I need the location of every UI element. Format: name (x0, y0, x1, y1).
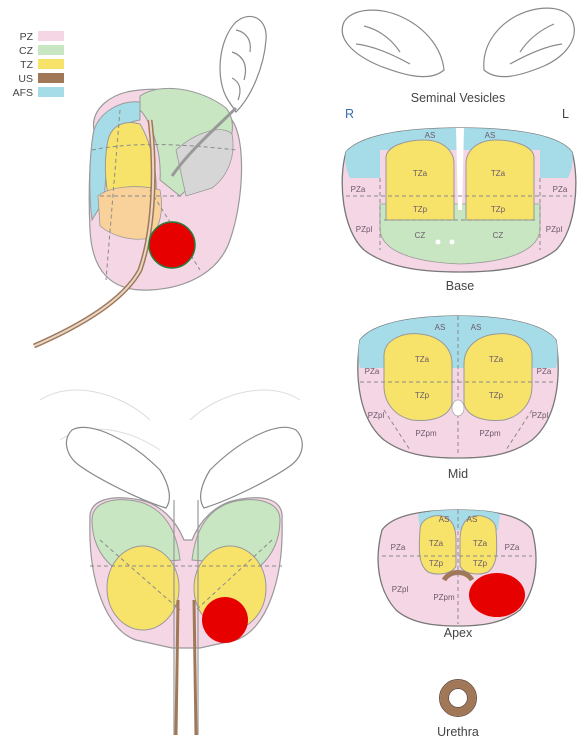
apex-zone-as-right: AS (439, 515, 450, 524)
base-zone-tzp-left: TZp (491, 205, 506, 214)
apex-zone-tzp-right: TZp (429, 559, 444, 568)
base-zone-cz-right: CZ (415, 231, 426, 240)
base-caption: Base (446, 279, 475, 293)
urethra-caption: Urethra (437, 725, 479, 739)
legend-swatch-pz (38, 31, 64, 41)
base-zone-cz-left: CZ (493, 231, 504, 240)
axial-slice-apex: AS AS TZa TZa TZp TZp PZa PZa PZpl PZpm … (378, 510, 536, 640)
apex-zone-pzpm-right: PZpm (433, 593, 455, 602)
seminal-vesicle-left (484, 8, 574, 77)
coronal-seminal-vesicle-left (201, 427, 303, 508)
left-side-label: L (562, 107, 569, 121)
mid-zone-as-right: AS (435, 323, 446, 332)
sagittal-seminal-vesicle (220, 16, 266, 112)
base-zone-as-left: AS (485, 131, 496, 140)
mid-zone-pza-right: PZa (365, 367, 380, 376)
mid-zone-tza-right: TZa (415, 355, 430, 364)
legend-swatch-cz (38, 45, 64, 55)
axial-slice-base: AS AS TZa TZa TZp TZp CZ CZ PZa PZa PZpl… (342, 128, 576, 293)
base-zone-pzpl-left: PZpl (546, 225, 563, 234)
base-zone-pzpl-right: PZpl (356, 225, 373, 234)
apex-zone-pzpl-right: PZpl (392, 585, 409, 594)
coronal-prostate-view (40, 390, 302, 735)
legend-swatch-us (38, 73, 64, 83)
apex-zone-tza-right: TZa (429, 539, 444, 548)
apex-zone-pza-left: PZa (505, 543, 520, 552)
legend-swatch-afs (38, 87, 64, 97)
sagittal-prostate-view (34, 16, 266, 346)
sagittal-lesion-marker (149, 222, 195, 268)
mid-zone-pzpl-left: PZpl (532, 411, 549, 420)
mid-zone-as-left: AS (471, 323, 482, 332)
mid-zone-pza-left: PZa (537, 367, 552, 376)
mid-zone-pzpm-right: PZpm (415, 429, 437, 438)
apex-zone-tza-left: TZa (473, 539, 488, 548)
apex-zone-tzp-left: TZp (473, 559, 488, 568)
legend-label-tz: TZ (20, 59, 33, 71)
base-zone-pza-left: PZa (553, 185, 568, 194)
base-zone-as-right: AS (425, 131, 436, 140)
legend-label-afs: AFS (13, 87, 33, 99)
legend-label-pz: PZ (20, 31, 34, 43)
base-zone-tzp-right: TZp (413, 205, 428, 214)
mid-zone-pzpl-right: PZpl (368, 411, 385, 420)
coronal-transition-zone-right (107, 546, 179, 630)
apex-caption: Apex (444, 626, 473, 640)
coronal-seminal-vesicle-right (66, 427, 169, 508)
urethra-illustration: Urethra (437, 680, 479, 740)
mid-zone-tza-left: TZa (489, 355, 504, 364)
right-side-label: R (345, 107, 354, 121)
legend-label-cz: CZ (19, 45, 34, 57)
apex-lesion-marker (469, 573, 525, 617)
seminal-vesicles-caption: Seminal Vesicles (411, 91, 506, 105)
mid-zone-pzpm-left: PZpm (479, 429, 501, 438)
axial-slice-mid: AS AS TZa TZa TZp TZp PZa PZa PZpl PZpl … (358, 316, 558, 481)
mid-zone-tzp-right: TZp (415, 391, 430, 400)
coronal-lesion-marker (202, 597, 248, 643)
mid-zone-tzp-left: TZp (489, 391, 504, 400)
axial-seminal-vesicles: Seminal Vesicles (342, 8, 574, 105)
mid-caption: Mid (448, 467, 468, 481)
legend-label-us: US (18, 73, 33, 85)
base-zone-tza-right: TZa (413, 169, 428, 178)
apex-zone-as-left: AS (467, 515, 478, 524)
legend: PZ CZ TZ US AFS (13, 31, 64, 99)
base-zone-pza-right: PZa (351, 185, 366, 194)
legend-swatch-tz (38, 59, 64, 69)
apex-zone-pza-right: PZa (391, 543, 406, 552)
base-zone-tza-left: TZa (491, 169, 506, 178)
